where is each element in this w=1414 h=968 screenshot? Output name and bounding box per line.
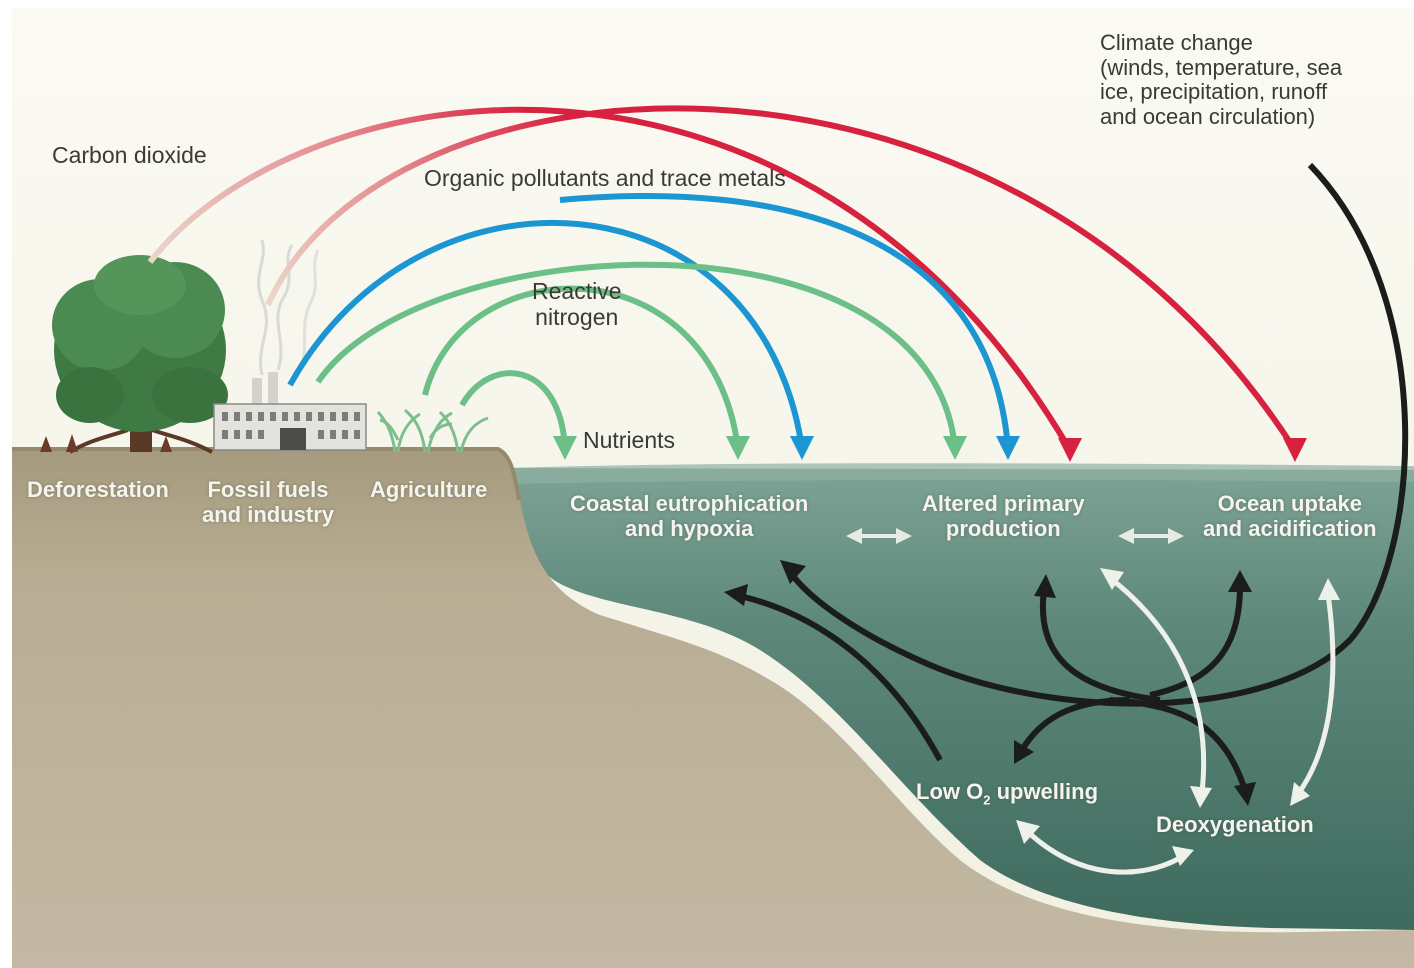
pollutant-arrow-to-primary	[559, 193, 1011, 449]
nutrients-arrowhead	[553, 436, 577, 460]
carbon-dioxide-label: Carbon dioxide	[52, 142, 207, 168]
coastal-line-1: Coastal eutrophication	[570, 491, 809, 516]
climate-change-label: Climate change (winds, temperature, sea …	[1100, 30, 1343, 130]
primary-production-line-1: Altered primary	[922, 491, 1085, 516]
pollutant-arrow-to-coastal	[287, 219, 805, 449]
organic-pollutants-label: Organic pollutants and trace metals	[424, 165, 786, 191]
nitrogen-arrowhead-primary	[943, 436, 967, 460]
feedback-arrow-to-ocean-uptake	[1149, 585, 1243, 698]
nitrogen-arrow-to-primary	[315, 261, 958, 449]
nitrogen-arrowhead-coastal	[726, 436, 750, 460]
feedback-arrow-production-deoxygenation	[1108, 576, 1207, 793]
reactive-nitrogen-line-2: nitrogen	[535, 303, 619, 330]
crops-icon	[376, 408, 489, 453]
ocean-water	[505, 468, 1414, 930]
double-arrow-coastal-primary	[846, 528, 912, 544]
reactive-nitrogen-line-1: Reactive	[532, 278, 622, 304]
deoxygenation-label: Deoxygenation	[1156, 812, 1314, 837]
climate-change-line-2: (winds, temperature, sea	[1100, 54, 1343, 80]
coastal-line-2: and hypoxia	[625, 515, 754, 541]
climate-change-line-3: ice, precipitation, runoff	[1100, 79, 1328, 105]
fossil-fuels-label: Fossil fuels and industry	[202, 477, 335, 527]
low-o2-prefix: Low O	[916, 779, 984, 804]
feedback-arrow-upwelling-deoxygenation	[1026, 830, 1182, 875]
agriculture-label: Agriculture	[370, 477, 488, 502]
co2-arrowhead-ocean-uptake	[1283, 438, 1307, 462]
climate-change-line-1: Climate change	[1100, 30, 1253, 55]
low-o2-upwelling-label: Low O2 upwelling	[916, 779, 1099, 808]
land	[12, 448, 1414, 968]
reactive-nitrogen-label: Reactive nitrogen	[532, 278, 622, 331]
factory-icon	[213, 239, 367, 451]
climate-change-arrow	[787, 162, 1409, 707]
fossil-fuels-line-2: and industry	[202, 501, 335, 527]
nutrients-label: Nutrients	[583, 427, 676, 453]
land-top-edge	[12, 447, 521, 501]
ocean-uptake-line-1: Ocean uptake	[1217, 491, 1362, 516]
co2-arrow-from-industry	[265, 105, 1298, 452]
fossil-fuels-line-1: Fossil fuels	[207, 477, 329, 502]
low-o2-suffix: upwelling	[990, 779, 1099, 804]
tree-icon	[40, 255, 228, 454]
ocean-surface	[505, 463, 1414, 484]
deforestation-label: Deforestation	[27, 477, 169, 502]
low-o2-subscript: 2	[983, 792, 991, 808]
nutrients-arrow	[459, 370, 568, 449]
coastal-eutrophication-label: Coastal eutrophication and hypoxia	[570, 491, 809, 541]
pollutant-arrowhead-coastal	[790, 436, 814, 460]
feedback-arrow-upwelling-to-coastal	[739, 593, 943, 762]
nitrogen-arrow-to-coastal	[422, 285, 741, 449]
co2-arrowhead-primary-production	[1058, 438, 1082, 462]
primary-production-line-2: production	[945, 515, 1061, 541]
climate-change-line-4: and ocean circulation)	[1100, 103, 1316, 129]
ocean-uptake-line-2: and acidification	[1203, 515, 1377, 541]
ocean-uptake-label: Ocean uptake and acidification	[1203, 491, 1377, 541]
double-arrow-primary-ocean	[1118, 528, 1184, 544]
altered-primary-production-label: Altered primary production	[922, 491, 1085, 541]
feedback-arrow-to-primary-left	[1039, 589, 1161, 703]
climate-arrowhead-coastal	[780, 560, 806, 584]
feedback-arrow-ocean-deoxygenation	[1295, 593, 1336, 796]
co2-arrow-from-deforestation	[147, 106, 1073, 452]
pollutant-arrowhead-primary	[996, 436, 1020, 460]
